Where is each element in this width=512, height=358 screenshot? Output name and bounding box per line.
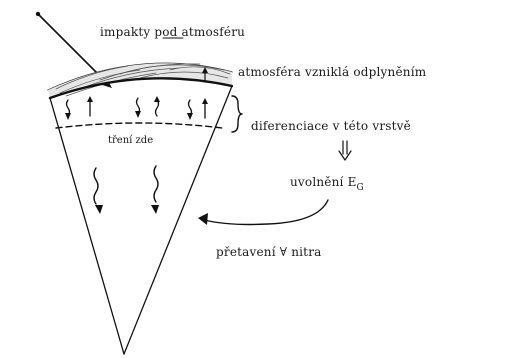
label-friction: tření zde bbox=[108, 135, 153, 146]
diff-arrow-6-head bbox=[202, 98, 208, 104]
wedge-right-edge bbox=[124, 86, 232, 354]
label-energy-release: uvolnění EG bbox=[290, 175, 364, 193]
label-atmosphere: atmosféra vzniklá odplyněním bbox=[238, 65, 427, 79]
diff-arrow-1-head bbox=[65, 113, 71, 120]
diff-arrow-4 bbox=[156, 100, 159, 116]
label-remelting: přetavení ∀ nitra bbox=[216, 245, 322, 259]
diff-arrow-2-head bbox=[87, 96, 93, 102]
diff-arrow-5-head bbox=[187, 113, 193, 120]
differentiation-arrows bbox=[65, 96, 208, 120]
sinking-arrows bbox=[94, 166, 159, 214]
label-differentiation: diferenciace v této vrstvě bbox=[251, 119, 411, 133]
sink-arrow-right-head bbox=[151, 205, 159, 214]
label-energy-release-main: uvolnění E bbox=[290, 175, 357, 189]
remelting-curved-arrow bbox=[198, 200, 328, 225]
friction-boundary-dashed bbox=[56, 123, 222, 128]
label-impacts: impakty pod atmosféru bbox=[100, 25, 245, 39]
atmosphere-layer bbox=[48, 63, 232, 98]
label-energy-release-subscript: G bbox=[357, 183, 364, 193]
differentiation-brace bbox=[232, 96, 242, 132]
sink-arrow-left-head bbox=[95, 205, 103, 214]
diff-arrow-3-head bbox=[135, 111, 141, 118]
diff-arrow-4-head bbox=[154, 96, 160, 102]
sink-arrow-left bbox=[94, 168, 98, 204]
result-down-arrow bbox=[339, 141, 351, 160]
sink-arrow-right bbox=[154, 166, 158, 202]
